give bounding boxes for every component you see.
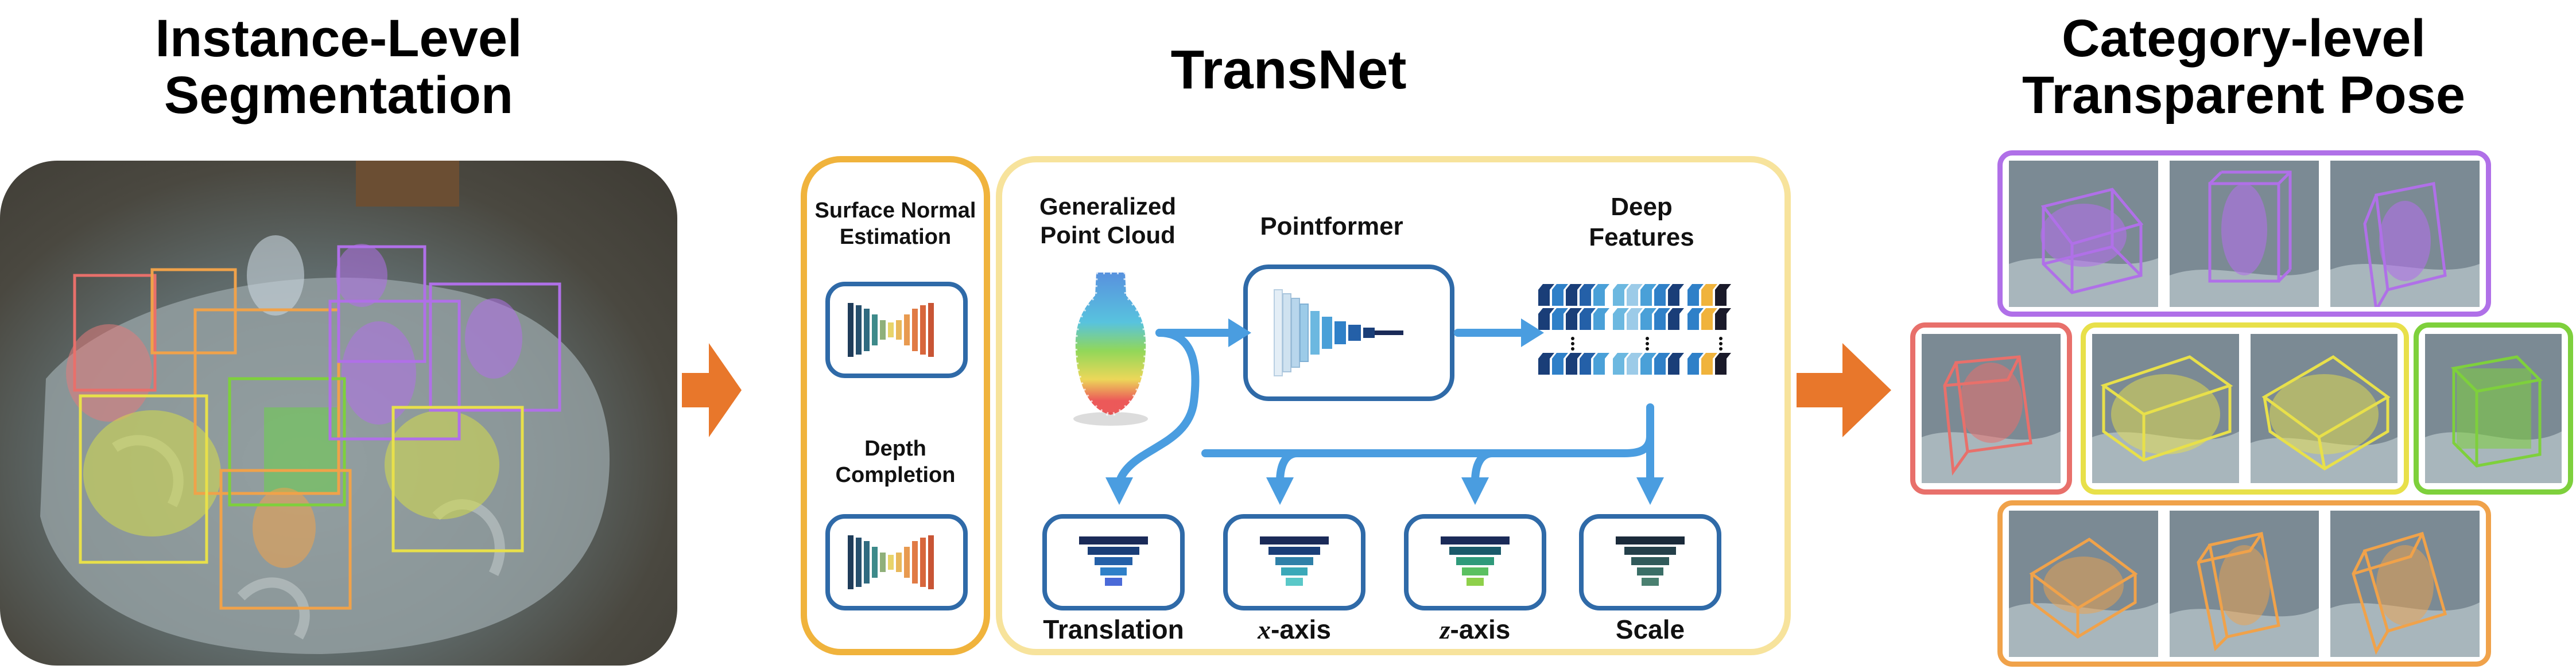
z-axis-italic: z [1440, 615, 1450, 644]
depth-completion-label: Depth Completion [804, 436, 987, 488]
right-title: Category-level Transparent Pose [1911, 10, 2576, 125]
z-axis-label: z-axis [1383, 614, 1567, 645]
left-title: Instance-Level Segmentation [0, 10, 677, 125]
green-pose-image [2425, 334, 2562, 483]
yellow-plate-mask [83, 410, 221, 536]
surface-normal-line1: Surface Normal [814, 199, 976, 223]
translation-label: Translation [1022, 614, 1205, 645]
depth-completion-line1: Depth [864, 437, 926, 461]
purple-glass2-mask [465, 298, 522, 379]
orange-glass-mask [253, 488, 316, 568]
translation-text: Translation [1043, 614, 1184, 644]
purple-pose-group [1997, 150, 2491, 317]
center-title: TransNet [1170, 39, 1407, 100]
point-cloud-line1: Generalized [1039, 193, 1177, 220]
depth-completion-network-icon [825, 514, 968, 610]
yellow-plate2-mask [385, 410, 499, 519]
x-axis-italic: x [1258, 615, 1271, 644]
surface-normal-label: Surface Normal Estimation [804, 198, 987, 250]
green-box-mask [264, 407, 339, 493]
deep-features-line2: Features [1589, 223, 1694, 251]
right-title-line1: Category-level [2061, 9, 2426, 68]
x-axis-head-icon [1223, 514, 1365, 610]
surface-normal-network-icon [825, 282, 968, 378]
left-arrow [682, 343, 742, 437]
x-axis-text: -axis [1271, 614, 1331, 644]
segmentation-photo [0, 161, 677, 666]
preprocess-panel [801, 156, 990, 655]
scale-label: Scale [1558, 614, 1742, 645]
point-cloud-line2: Point Cloud [1040, 221, 1176, 249]
depth-completion-line2: Completion [835, 462, 956, 487]
right-title-line2: Transparent Pose [2022, 66, 2466, 125]
deep-features-line1: Deep [1611, 193, 1673, 221]
point-cloud-icon [1073, 271, 1148, 426]
orange-pose-group [1997, 500, 2491, 667]
transnet-panel [996, 156, 1791, 655]
yellow-pose-images [2092, 334, 2397, 483]
left-title-line2: Segmentation [164, 66, 514, 125]
segmentation-overlay [40, 161, 610, 654]
deep-features-icon [1538, 284, 1731, 375]
translation-head-icon [1042, 514, 1185, 610]
purple-glass-mask [342, 321, 416, 425]
yellow-pose-group [2081, 322, 2409, 495]
red-pose-image [1922, 334, 2061, 483]
green-pose-group [2414, 322, 2573, 495]
surface-normal-line2: Estimation [839, 224, 952, 249]
left-title-line1: Instance-Level [155, 9, 522, 68]
z-axis-head-icon [1404, 514, 1546, 610]
pointformer-label: Pointformer [1260, 212, 1403, 240]
red-pose-group [1910, 322, 2072, 495]
scale-head-icon [1579, 514, 1721, 610]
x-axis-label: x-axis [1202, 614, 1386, 645]
point-cloud-label: Generalized Point Cloud [1010, 192, 1205, 250]
deep-features-label: Deep Features [1538, 192, 1745, 253]
orange-pose-images [2009, 511, 2480, 657]
z-axis-text: -axis [1450, 614, 1511, 644]
connector-arrows [1105, 318, 1664, 505]
purple-pose-images [2009, 161, 2480, 307]
right-arrow [1797, 343, 1891, 437]
scale-text: Scale [1615, 614, 1685, 644]
